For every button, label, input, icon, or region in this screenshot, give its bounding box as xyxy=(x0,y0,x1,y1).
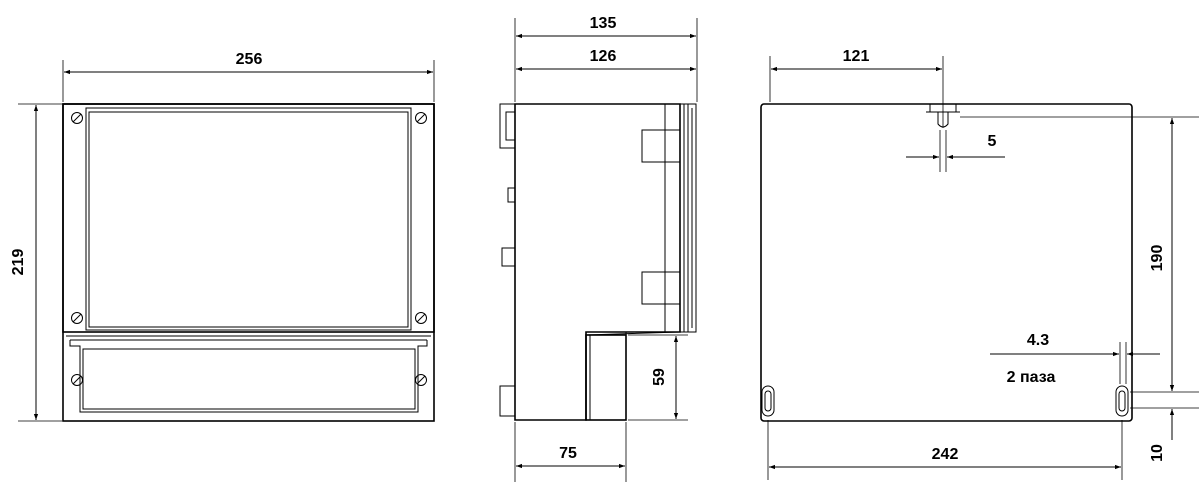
front-display-window-outer xyxy=(85,107,412,331)
back-hole-width-label: 4.3 xyxy=(1027,332,1049,349)
back-slot-offset-label: 121 xyxy=(843,48,870,65)
side-connector-width-label: 75 xyxy=(559,445,577,462)
side-terminal-top xyxy=(585,331,681,336)
front-upper-panel xyxy=(62,103,435,333)
screw-icon xyxy=(71,312,83,324)
back-body-outline xyxy=(760,103,1133,422)
back-hole-spacing-label: 242 xyxy=(932,446,959,463)
side-clip xyxy=(499,385,516,417)
front-width-label: 256 xyxy=(236,51,263,68)
side-panel-plate xyxy=(687,103,697,333)
side-body-depth-label: 126 xyxy=(590,48,617,65)
side-overall-depth-label: 135 xyxy=(590,15,617,32)
side-clip xyxy=(507,187,516,203)
screw-icon xyxy=(415,374,427,386)
mounting-hole-icon xyxy=(761,385,775,417)
mounting-hole-icon xyxy=(1115,385,1129,417)
side-clip xyxy=(499,103,516,149)
side-clip xyxy=(501,247,516,267)
back-hole-offset-label: 10 xyxy=(1149,444,1166,462)
front-display-window-inner xyxy=(88,111,409,328)
side-terminal-block xyxy=(585,334,627,421)
screw-icon xyxy=(415,112,427,124)
back-height-label: 190 xyxy=(1149,245,1166,272)
front-terminal-cover-inner xyxy=(82,348,416,410)
screw-icon xyxy=(71,374,83,386)
side-connector-height-label: 59 xyxy=(651,368,668,386)
back-view: 121 5 190 4.3 2 паза 10 242 xyxy=(760,48,1199,480)
side-notch xyxy=(641,129,680,163)
front-terminal-cover xyxy=(69,340,428,413)
front-body-outline xyxy=(62,103,435,422)
screw-icon xyxy=(71,112,83,124)
side-view: 135 126 59 75 xyxy=(499,15,698,482)
back-slot-width-label: 5 xyxy=(988,133,997,150)
side-notch xyxy=(641,271,680,305)
back-hole-note: 2 паза xyxy=(1007,369,1056,386)
front-height-label: 219 xyxy=(10,249,27,276)
side-clip xyxy=(505,111,516,141)
front-view: 256 219 xyxy=(10,51,435,422)
screw-icon xyxy=(415,312,427,324)
